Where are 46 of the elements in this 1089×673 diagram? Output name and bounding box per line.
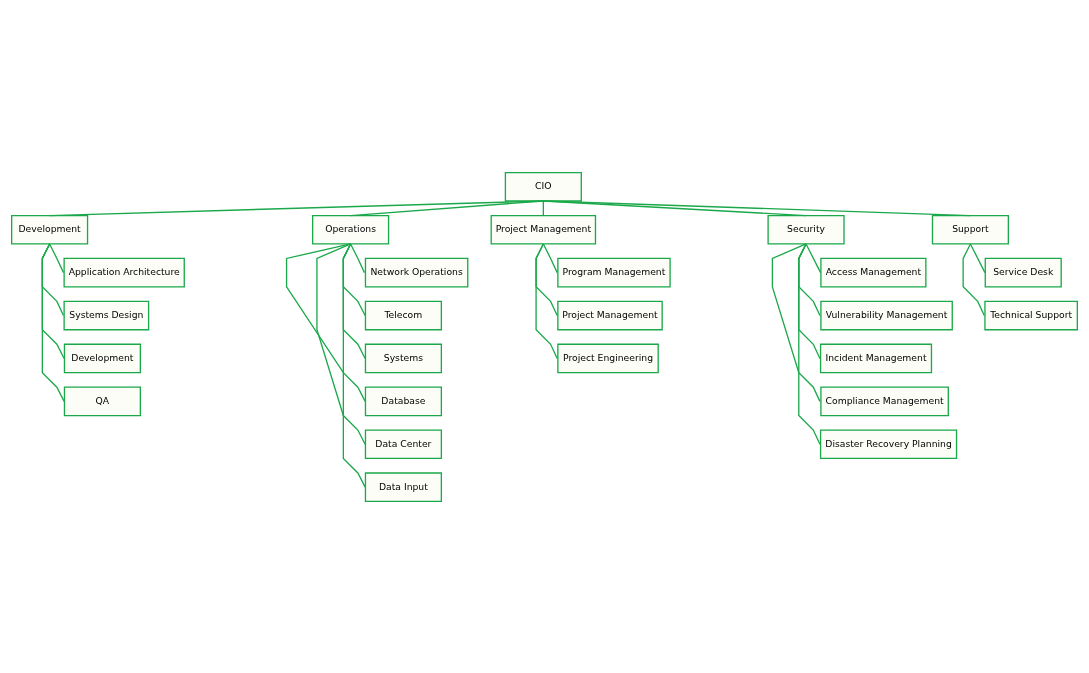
node-box: Systems Design — [63, 300, 150, 330]
connector — [535, 242, 558, 359]
node-box: Disaster Recovery Planning — [819, 428, 958, 459]
node-box: Incident Management — [819, 343, 933, 373]
node-box: Support — [931, 214, 1010, 245]
connector — [798, 242, 821, 445]
node-box: Vulnerability Management — [820, 300, 953, 330]
node-box: Compliance Management — [820, 386, 949, 416]
node-box: Project Engineering — [557, 343, 659, 373]
connector — [342, 242, 366, 488]
node-box: Systems — [364, 343, 443, 373]
connector — [542, 242, 558, 273]
node-box: Project Management — [557, 300, 663, 330]
node-box: QA — [63, 386, 142, 416]
node-box: Program Management — [557, 257, 671, 287]
node-box: Database — [364, 386, 443, 416]
node-box: Network Operations — [364, 257, 469, 287]
connector — [41, 242, 65, 316]
node-box: Development — [11, 214, 89, 245]
connector — [962, 242, 985, 316]
node-box: Telecom — [364, 300, 443, 330]
connector — [798, 242, 821, 359]
node-box: Access Management — [820, 257, 927, 287]
connector — [41, 242, 65, 359]
node-box: CIO — [504, 171, 582, 202]
node-box: Development — [63, 343, 142, 373]
node-box: Data Center — [364, 428, 443, 459]
node-box: Application Architecture — [63, 257, 185, 287]
connector — [48, 242, 65, 273]
connector — [342, 242, 366, 316]
connector — [342, 242, 366, 359]
connector — [969, 242, 986, 273]
connector — [798, 242, 821, 316]
connector — [805, 242, 822, 273]
connector — [41, 242, 65, 402]
connector — [316, 242, 366, 445]
node-box: Data Input — [364, 471, 443, 502]
node-box: Technical Support — [984, 300, 1078, 330]
node-box: Operations — [312, 214, 390, 245]
connector — [535, 242, 558, 316]
connector — [285, 242, 366, 402]
connector — [349, 242, 366, 273]
connector — [771, 242, 821, 402]
node-box: Project Management — [490, 214, 597, 245]
node-box: Security — [767, 214, 845, 245]
node-box: Service Desk — [984, 257, 1062, 287]
